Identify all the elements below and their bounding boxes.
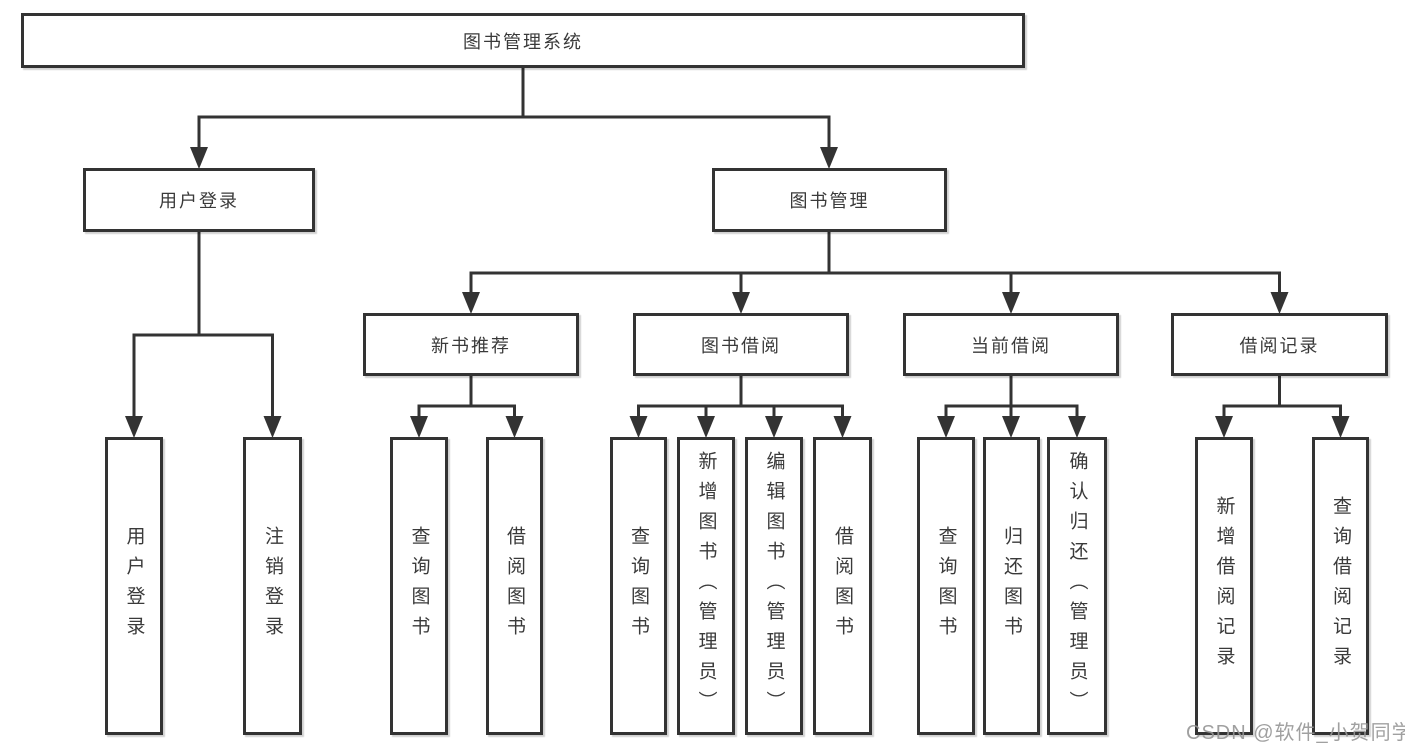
node-leaf-borrow-books-2-label: 借阅图书	[832, 526, 853, 646]
node-leaf-logout-label: 注销登录	[262, 526, 283, 646]
node-new-book-recommendation-label: 新书推荐	[431, 335, 511, 356]
node-root: 图书管理系统	[21, 13, 1025, 68]
node-leaf-query-books-2-label: 查询图书	[628, 526, 649, 646]
node-leaf-add-book-admin-label: 新增图书（管理员）	[695, 451, 717, 721]
node-borrowing-records-label: 借阅记录	[1239, 335, 1320, 356]
node-leaf-add-borrow-record: 新增借阅记录	[1195, 437, 1253, 735]
node-leaf-confirm-return-admin: 确认归还（管理员）	[1047, 437, 1107, 735]
node-leaf-query-borrow-record: 查询借阅记录	[1312, 437, 1369, 735]
node-root-label: 图书管理系统	[463, 31, 583, 52]
node-user-login-label: 用户登录	[159, 191, 239, 211]
node-book-management: 图书管理	[712, 168, 947, 232]
node-leaf-query-books-3-label: 查询图书	[935, 526, 957, 646]
node-leaf-query-borrow-record-label: 查询借阅记录	[1330, 496, 1351, 676]
node-book-borrowing: 图书借阅	[633, 313, 849, 376]
node-borrowing-records: 借阅记录	[1171, 313, 1388, 376]
node-leaf-return-book: 归还图书	[983, 437, 1040, 735]
node-leaf-user-login-label: 用户登录	[123, 526, 145, 646]
node-leaf-query-books-1: 查询图书	[390, 437, 448, 735]
node-book-management-label: 图书管理	[789, 191, 870, 211]
node-leaf-borrow-books-2: 借阅图书	[813, 437, 872, 735]
node-book-borrowing-label: 图书借阅	[701, 335, 781, 356]
node-leaf-query-books-3: 查询图书	[917, 437, 975, 735]
node-current-borrowing-label: 当前借阅	[971, 335, 1051, 356]
node-leaf-edit-book-admin-label: 编辑图书（管理员）	[763, 451, 785, 721]
csdn-watermark: CSDN @软件_小贺同学	[1186, 722, 1405, 744]
node-leaf-logout: 注销登录	[243, 437, 302, 735]
node-leaf-query-books-2: 查询图书	[610, 437, 667, 735]
node-leaf-borrow-books-1-label: 借阅图书	[504, 526, 525, 646]
node-leaf-user-login: 用户登录	[105, 437, 163, 735]
node-leaf-return-book-label: 归还图书	[1001, 526, 1022, 646]
node-leaf-confirm-return-admin-label: 确认归还（管理员）	[1066, 451, 1088, 721]
node-leaf-borrow-books-1: 借阅图书	[486, 437, 543, 735]
node-leaf-add-borrow-record-label: 新增借阅记录	[1213, 496, 1235, 676]
node-user-login: 用户登录	[83, 168, 315, 232]
node-leaf-edit-book-admin: 编辑图书（管理员）	[745, 437, 803, 735]
node-new-book-recommendation: 新书推荐	[363, 313, 579, 376]
node-current-borrowing: 当前借阅	[903, 313, 1119, 376]
node-leaf-query-books-1-label: 查询图书	[408, 526, 430, 646]
node-leaf-add-book-admin: 新增图书（管理员）	[677, 437, 735, 735]
